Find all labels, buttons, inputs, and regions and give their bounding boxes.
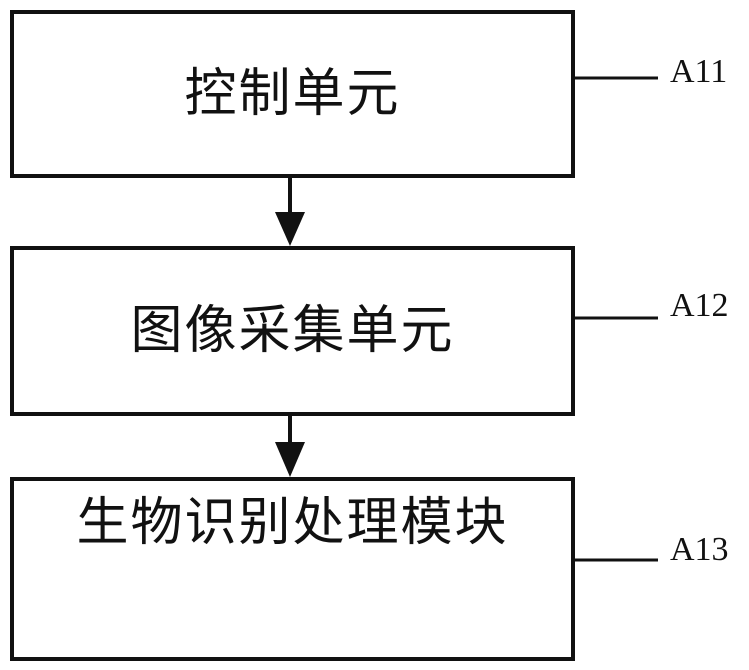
control-unit-box: 控制单元 [10,10,575,178]
biometric-processing-module-box: 生物识别处理模块 [10,477,575,661]
image-acquisition-unit-text: 图像采集单元 [130,301,455,361]
ref-label-a13: A13 [670,531,729,568]
ref-label-a11: A11 [670,53,728,90]
image-acquisition-unit-box: 图像采集单元 [10,246,575,416]
biometric-processing-module-text: 生物识别处理模块 [76,493,509,553]
arrowhead-a12-a13 [275,442,305,477]
control-unit-text: 控制单元 [184,64,401,124]
arrowhead-a11-a12 [275,212,305,246]
ref-label-a12: A12 [670,287,729,324]
